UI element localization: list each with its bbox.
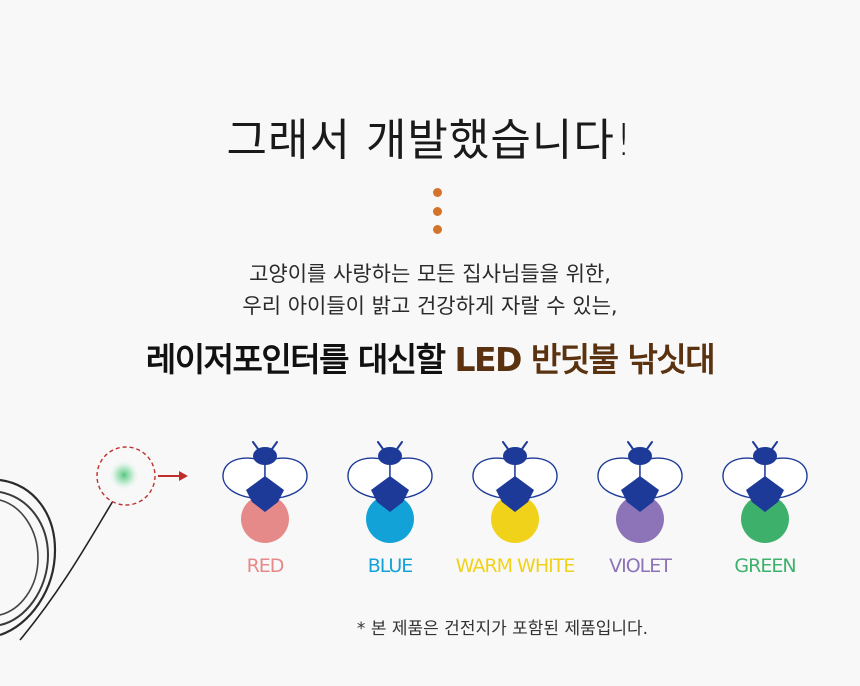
asterisk-mark: * (356, 619, 366, 639)
intro-line-2: 우리 아이들이 밝고 건강하게 자랄 수 있는, (242, 294, 618, 318)
firefly-icon (472, 441, 558, 543)
intro-text: 고양이를 사랑하는 모든 집사님들을 위한, 우리 아이들이 밝고 건강하게 자… (0, 258, 860, 322)
vertical-dots-divider (433, 188, 443, 244)
firefly-icon (722, 441, 808, 543)
divider-dot (433, 206, 442, 216)
firefly-icon (597, 441, 683, 543)
firefly-blue (343, 440, 437, 545)
firefly-red (218, 440, 312, 545)
headline: 그래서 개발했습니다! (226, 115, 634, 166)
divider-dot (433, 225, 442, 234)
intro-line-1: 고양이를 사랑하는 모든 집사님들을 위한, (249, 262, 611, 286)
arrow-right-icon (158, 471, 188, 481)
color-label-green: GREEN (734, 555, 796, 577)
color-label-warm-white: WARM WHITE (455, 555, 576, 577)
firefly-icon (347, 441, 433, 543)
firefly-icon (222, 441, 308, 543)
footnote-text: 본 제품은 건전지가 포함된 제품입니다. (370, 619, 649, 639)
divider-dot (433, 188, 442, 197)
color-label-blue: BLUE (367, 555, 414, 577)
firefly-color-options (218, 440, 818, 590)
tagline-accent: LED 반딧불 낚싯대 (454, 340, 715, 379)
led-tip-highlight (96, 446, 156, 506)
firefly-warm-white (468, 440, 562, 545)
product-tagline: 레이저포인터를 대신할 LED 반딧불 낚싯대 (0, 333, 860, 381)
battery-footnote: * 본 제품은 건전지가 포함된 제품입니다. (0, 614, 860, 639)
color-label-violet: VIOLET (609, 555, 672, 577)
tagline-lead: 레이저포인터를 대신할 (145, 340, 455, 379)
color-label-red: RED (246, 555, 285, 577)
firefly-green (718, 440, 812, 545)
firefly-violet (593, 440, 687, 545)
